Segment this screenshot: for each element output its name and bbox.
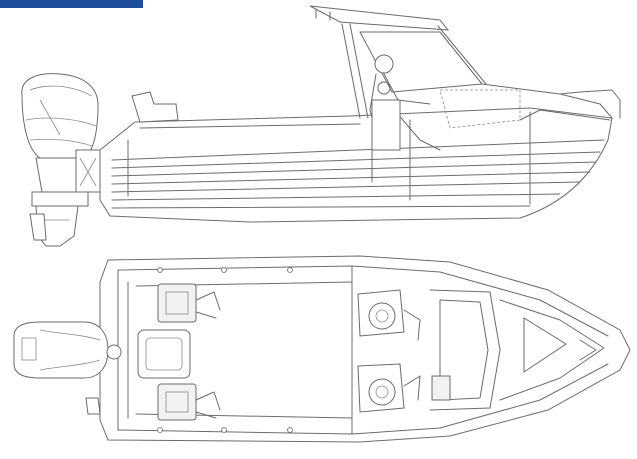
- brand-tag: [0, 0, 143, 8]
- hull-side: [99, 91, 613, 223]
- cabin-side: [309, 5, 621, 151]
- top-plan-view: [13, 255, 631, 443]
- outboard-motor-side: [21, 73, 101, 247]
